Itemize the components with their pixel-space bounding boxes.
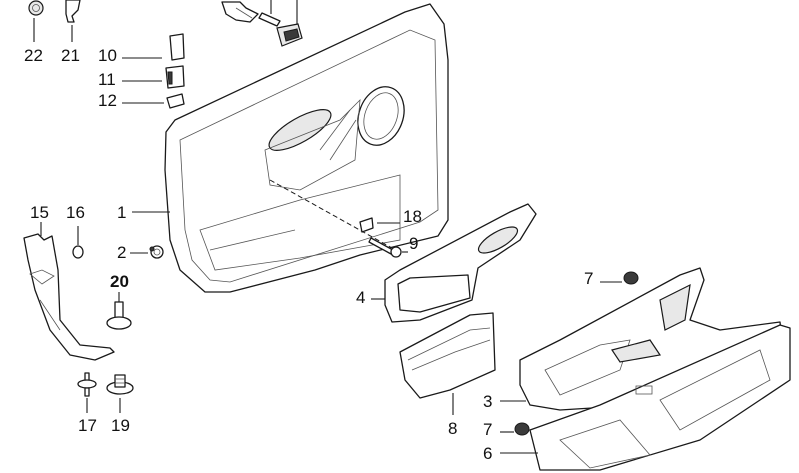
part-switch-top bbox=[276, 0, 303, 47]
callout-15: 15 bbox=[30, 203, 49, 222]
part-hinge-bracket bbox=[221, 1, 259, 23]
part-2-clip bbox=[130, 245, 164, 259]
part-1-door-panel bbox=[132, 3, 449, 293]
part-6-lower-trim bbox=[500, 324, 791, 471]
callout-7-lower: 7 bbox=[483, 420, 492, 439]
callout-22: 22 bbox=[24, 46, 43, 65]
callout-1: 1 bbox=[117, 203, 126, 222]
callout-7-upper: 7 bbox=[584, 269, 593, 288]
part-20-screw bbox=[106, 292, 132, 330]
part-16-clip bbox=[72, 226, 84, 259]
callout-16: 16 bbox=[66, 203, 85, 222]
callout-9: 9 bbox=[409, 234, 418, 253]
callout-6: 6 bbox=[483, 444, 492, 463]
callout-10: 10 bbox=[98, 46, 117, 65]
part-11-switch bbox=[122, 65, 185, 89]
callout-2: 2 bbox=[117, 243, 126, 262]
callout-3: 3 bbox=[483, 392, 492, 411]
part-17-fastener bbox=[77, 372, 97, 413]
part-7a-cap bbox=[600, 271, 639, 285]
callout-labels: 22 21 10 11 12 15 16 1 2 20 17 19 18 9 4… bbox=[24, 46, 593, 463]
part-7b-cap bbox=[500, 422, 530, 436]
callout-18: 18 bbox=[403, 207, 422, 226]
callout-19: 19 bbox=[111, 416, 130, 435]
part-12-clip bbox=[122, 93, 185, 109]
callout-21: 21 bbox=[61, 46, 80, 65]
callout-4: 4 bbox=[356, 288, 365, 307]
part-21-bracket bbox=[65, 0, 81, 42]
part-8-pocket bbox=[399, 312, 496, 415]
callout-20: 20 bbox=[110, 272, 129, 291]
part-bolt-top bbox=[258, 0, 281, 27]
part-4-frame bbox=[371, 203, 537, 323]
callout-11: 11 bbox=[98, 70, 116, 89]
callout-12: 12 bbox=[98, 91, 117, 110]
callout-17: 17 bbox=[78, 416, 97, 435]
part-15-trim bbox=[23, 222, 115, 361]
part-18-clip bbox=[359, 217, 400, 233]
callout-8: 8 bbox=[448, 419, 457, 438]
part-9-screw bbox=[368, 237, 408, 258]
part-22-cap bbox=[28, 0, 44, 42]
part-10-cap bbox=[122, 33, 185, 61]
part-19-nut bbox=[106, 374, 134, 413]
